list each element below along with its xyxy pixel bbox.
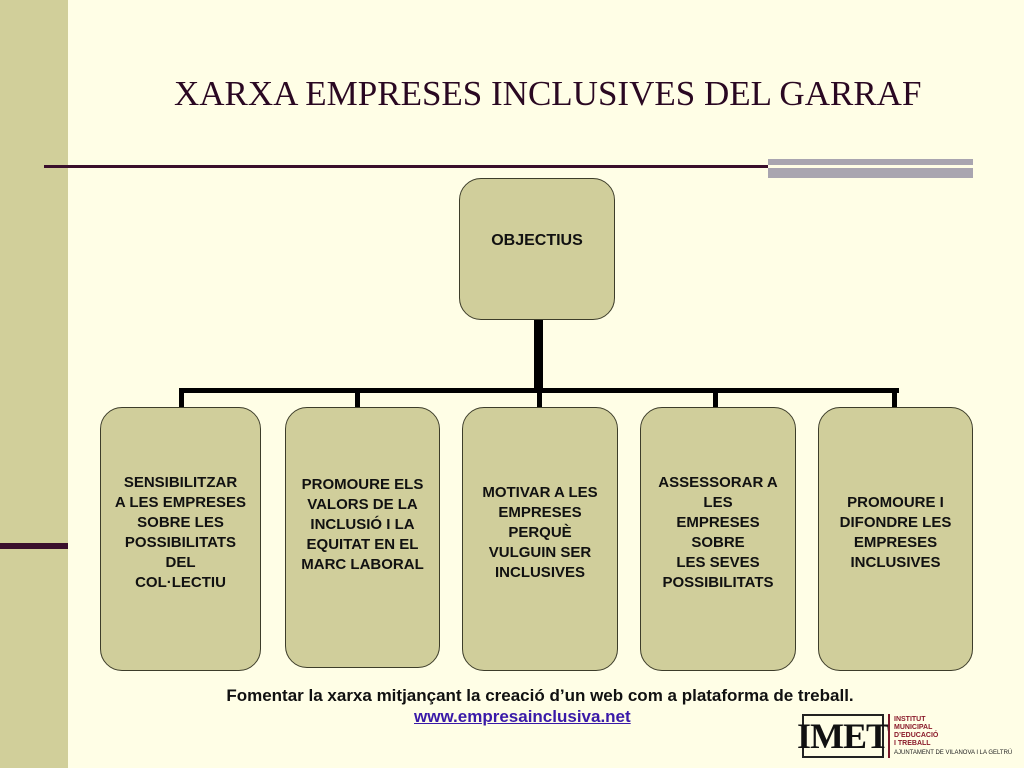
rule-block-line [768, 165, 973, 168]
footer-website-link[interactable]: www.empresainclusiva.net [414, 707, 631, 726]
logo-subtitle: AJUNTAMENT DE VILANOVA I LA GELTRÚ [894, 750, 1013, 756]
objective-node-2: PROMOURE ELS VALORS DE LA INCLUSIÓ I LA … [285, 407, 440, 668]
objective-node-5: PROMOURE I DIFONDRE LES EMPRESES INCLUSI… [818, 407, 973, 671]
branch-drop-5 [892, 388, 897, 408]
side-bar [0, 0, 68, 768]
footer-text: Fomentar la xarxa mitjançant la creació … [226, 686, 854, 705]
objective-node-4: ASSESSORAR A LES EMPRESES SOBRE LES SEVE… [640, 407, 796, 671]
objective-node-3: MOTIVAR A LES EMPRESES PERQUÈ VULGUIN SE… [462, 407, 618, 671]
branch-drop-2 [355, 388, 360, 408]
logo-name: INSTITUT MUNICIPAL D’EDUCACIÓ I TREBALL [894, 716, 939, 747]
root-connector [534, 320, 543, 390]
slide-title: XARXA EMPRESES INCLUSIVES DEL GARRAF [174, 74, 922, 113]
logo-mark: IMET [797, 714, 890, 758]
title-rule [44, 165, 772, 168]
branch-drop-3 [537, 388, 542, 408]
side-accent-line [0, 543, 68, 549]
branch-drop-1 [179, 388, 184, 408]
logo-separator [888, 714, 890, 758]
imet-logo: IMET INSTITUT MUNICIPAL D’EDUCACIÓ I TRE… [797, 714, 1013, 764]
objective-node-1: SENSIBILITZAR A LES EMPRESES SOBRE LES P… [100, 407, 261, 671]
rule-block [768, 159, 973, 178]
branch-drop-4 [713, 388, 718, 408]
root-node-objectius: OBJECTIUS [459, 178, 615, 320]
